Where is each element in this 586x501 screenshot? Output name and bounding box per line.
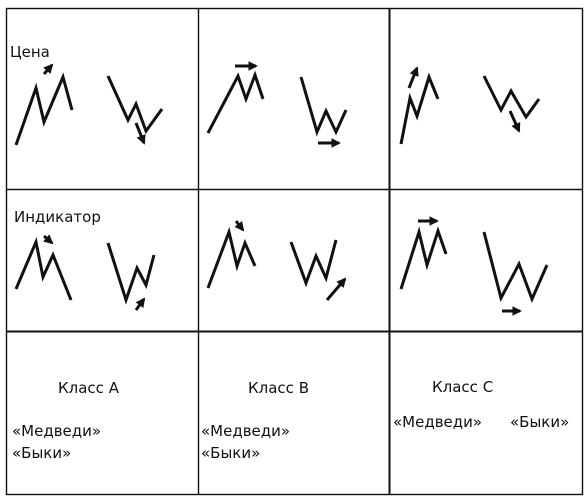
price-b-bullish-pattern <box>299 76 348 148</box>
indicator-a-bearish-pattern <box>14 234 73 301</box>
indicator-c-bearish-pattern <box>399 216 448 290</box>
indicator-b-bullish-pattern <box>289 239 347 301</box>
row-label-indicator: Индикатор <box>14 208 101 226</box>
class-b-bears-label: «Медведи» <box>201 422 291 440</box>
price-a-bearish-pattern <box>14 63 74 146</box>
indicator-a-bullish-pattern <box>106 242 156 311</box>
row-label-price: Цена <box>10 43 50 61</box>
class-c-bears-label: «Медведи» <box>393 413 483 431</box>
class-c-bulls-label: «Быки» <box>510 413 570 431</box>
class-c-title: Класс С <box>432 378 494 396</box>
class-a-bears-label: «Медведи» <box>12 422 102 440</box>
indicator-c-bullish-pattern <box>482 231 549 316</box>
price-c-bearish-pattern <box>399 66 440 145</box>
price-a-bullish-pattern <box>106 75 164 145</box>
class-a-title: Класс А <box>58 379 119 397</box>
table-grid <box>5 7 584 496</box>
class-a-bulls-label: «Быки» <box>12 444 72 462</box>
class-b-bulls-label: «Быки» <box>201 444 261 462</box>
price-b-bearish-pattern <box>206 61 265 134</box>
class-b-title: Класс В <box>248 379 309 397</box>
indicator-b-bearish-pattern <box>206 220 257 289</box>
price-c-bullish-pattern <box>482 75 541 133</box>
